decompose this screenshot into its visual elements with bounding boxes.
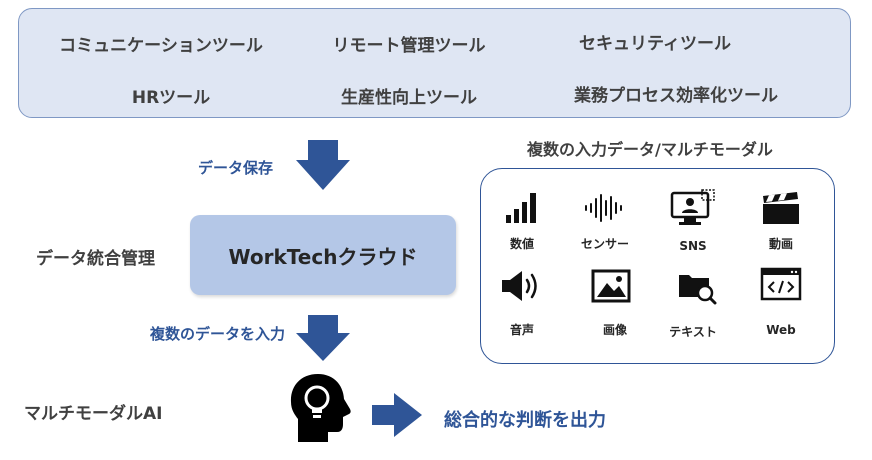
label-text: テキスト — [669, 325, 717, 339]
clapperboard-icon — [763, 192, 799, 224]
multimodal-panel: 数値 センサー SNS 動画 音声 — [480, 168, 835, 364]
bar-chart-icon — [506, 193, 536, 223]
folder-search-icon — [679, 275, 717, 305]
tool-hr: HRツール — [131, 88, 211, 108]
tool-remote-management: リモート管理ツール — [332, 36, 486, 56]
label-web: Web — [766, 323, 796, 337]
label-data-integration: データ統合管理 — [36, 249, 155, 269]
worktech-cloud-box: WorkTechクラウド — [190, 215, 456, 295]
arrow-down-save-icon — [296, 140, 350, 190]
label-video: 動画 — [768, 237, 794, 251]
label-numeric: 数値 — [509, 237, 535, 251]
waveform-icon — [585, 194, 622, 222]
worktech-cloud-label: WorkTechクラウド — [228, 244, 418, 269]
label-data-save: データ保存 — [198, 159, 274, 177]
label-multi-data-input: 複数のデータを入力 — [150, 325, 286, 343]
head-lightbulb-icon — [290, 374, 351, 442]
tool-productivity: 生産性向上ツール — [341, 88, 477, 108]
label-multimodal-ai: マルチモーダルAI — [24, 404, 163, 424]
tools-panel: コミュニケーションツール リモート管理ツール セキュリティツール HRツール 生… — [18, 8, 851, 118]
tool-communication: コミュニケーションツール — [59, 36, 263, 56]
label-sensor: センサー — [580, 237, 630, 251]
label-output: 総合的な判断を出力 — [444, 410, 606, 431]
label-image: 画像 — [602, 323, 628, 337]
monitor-user-icon — [670, 189, 715, 225]
image-icon — [591, 269, 631, 303]
tool-security: セキュリティツール — [579, 34, 731, 54]
label-audio: 音声 — [509, 323, 535, 337]
speaker-icon — [502, 271, 537, 301]
modal-title: 複数の入力データ/マルチモーダル — [527, 140, 773, 159]
arrow-down-input-icon — [296, 315, 350, 361]
tool-business-process: 業務プロセス効率化ツール — [574, 86, 778, 106]
code-window-icon — [760, 267, 802, 301]
label-sns: SNS — [679, 239, 707, 253]
arrow-right-icon — [372, 393, 422, 437]
